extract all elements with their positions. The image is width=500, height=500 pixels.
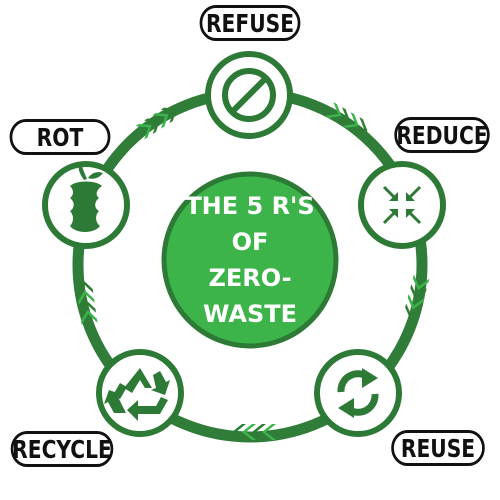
label-rot: ROT xyxy=(9,119,111,155)
center-title-line2: OF xyxy=(231,228,269,256)
rot-node xyxy=(42,161,130,249)
reuse-node xyxy=(314,349,402,437)
chevron-arrow-recycle-rot xyxy=(76,280,98,325)
label-refuse: REFUSE xyxy=(199,5,301,41)
center-title-line3: ZERO-WASTE xyxy=(202,264,298,328)
chevron-arrow-rot-refuse xyxy=(135,107,177,140)
chevron-arrow-reuse-recycle xyxy=(232,424,276,440)
label-reuse: REUSE xyxy=(391,430,485,466)
center-title: THE 5 R'S OF ZERO-WASTE xyxy=(165,192,335,328)
center-title-line1: THE 5 R'S xyxy=(185,192,315,220)
prohibited-icon xyxy=(222,68,276,122)
chevron-arrow-reduce-reuse xyxy=(405,274,430,320)
refuse-node xyxy=(205,51,293,139)
reduce-node xyxy=(358,161,446,249)
label-reduce: REDUCE xyxy=(394,117,490,153)
recycle-icon xyxy=(104,368,170,421)
center-circle xyxy=(161,171,339,349)
label-recycle: RECYCLE xyxy=(10,431,114,467)
recycle-node xyxy=(96,349,184,437)
chevron-arrow-refuse-reduce xyxy=(325,102,368,133)
apple-core-icon xyxy=(70,166,103,232)
compress-arrows-icon xyxy=(382,185,422,225)
